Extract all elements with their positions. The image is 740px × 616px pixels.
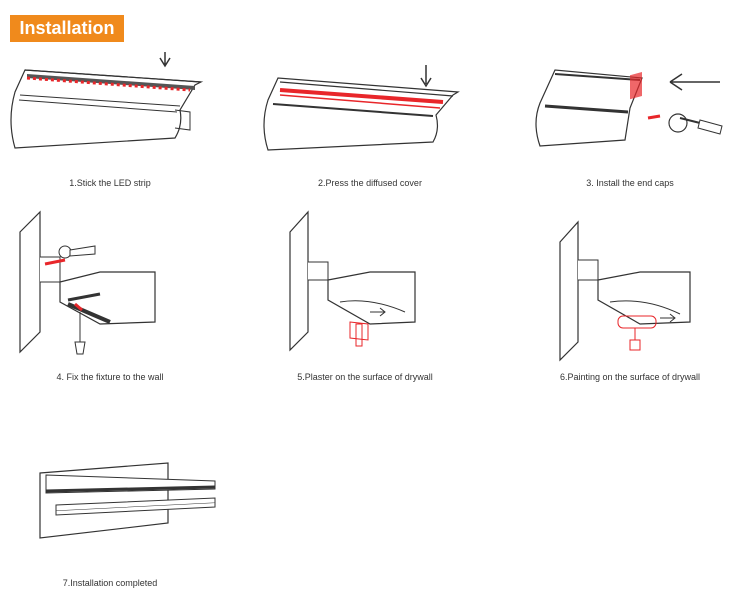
step6-illustration — [559, 220, 691, 362]
step3-illustration — [535, 69, 723, 147]
step4-caption: 4. Fix the fixture to the wall — [56, 372, 164, 382]
step4-illustration — [19, 210, 156, 355]
step6-caption: 6.Painting on the surface of drywall — [559, 372, 701, 382]
step2-illustration — [263, 65, 460, 151]
step1-illustration — [10, 52, 204, 149]
step3-caption: 3. Install the end caps — [586, 178, 674, 188]
step5-caption: 5.Plaster on the surface of drywall — [297, 372, 433, 382]
step2-caption: 2.Press the diffused cover — [318, 178, 422, 188]
step7-illustration — [39, 462, 216, 539]
section-title: Installation — [10, 15, 124, 42]
step5-illustration — [289, 210, 416, 352]
step1-caption: 1.Stick the LED strip — [69, 178, 151, 188]
step7-caption: 7.Installation completed — [62, 578, 158, 588]
